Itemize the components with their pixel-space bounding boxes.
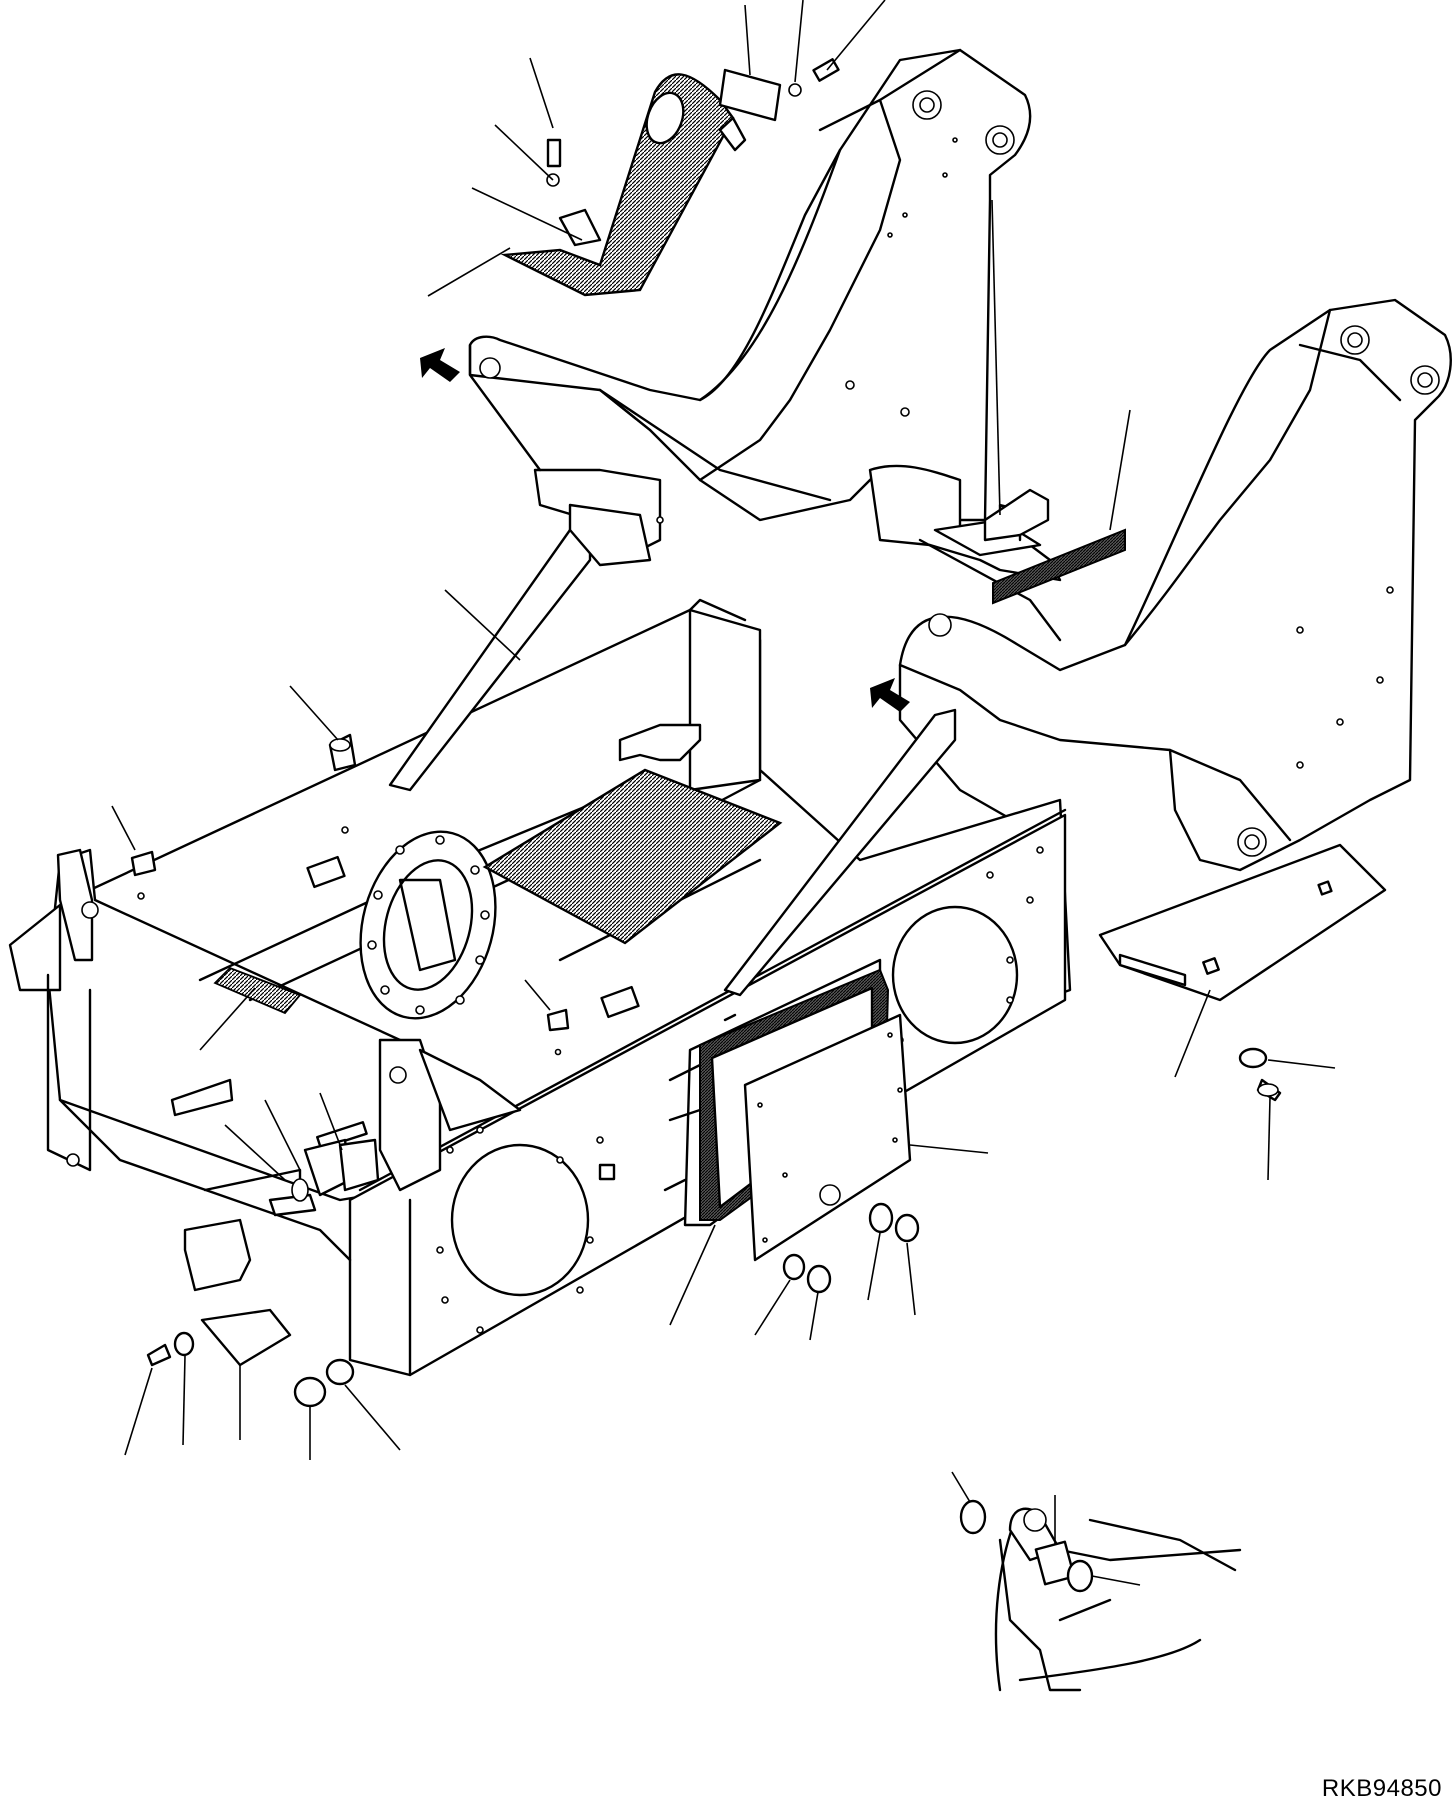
washers-center [782,1202,920,1294]
swing-circle-mount [359,830,497,1020]
stay-left [388,503,652,792]
bolt-set-lower-left [146,1138,380,1408]
holder-bracket [983,488,1050,542]
rest-bar [992,528,1126,605]
detail-view [959,1499,1242,1692]
inspection-cover-assembly [663,958,912,1262]
step-bracket [500,58,840,297]
bushing-pair [306,855,640,1019]
bolt-set-right [1238,1047,1282,1102]
view-arrow-upper [420,348,460,382]
cover-plate [743,1013,912,1262]
callout-leader-lines [111,0,1336,1586]
drawing-code: RKB94850 [1321,1775,1442,1802]
stay-right [723,708,957,997]
plug-center [546,1008,570,1056]
plug-left [130,850,157,900]
view-arrow-lower [870,678,910,712]
front-frame-box [8,598,1072,1377]
side-plate [1098,843,1387,1002]
floor-plate [482,768,783,945]
rear-frame-right-arm [898,298,1452,872]
nameplate [213,966,302,1015]
upper-bracket [618,723,702,762]
plug-right-top [328,733,357,834]
rear-frame-left-arm [468,48,1032,557]
